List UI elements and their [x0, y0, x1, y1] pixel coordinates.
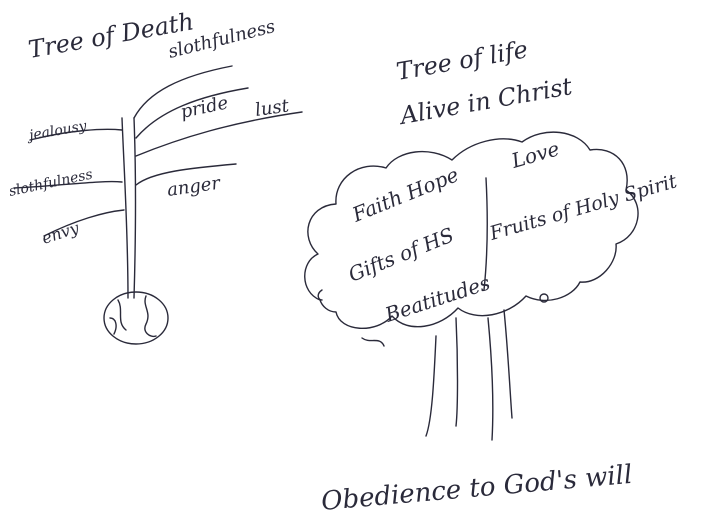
life-label-faith-hope: Faith Hope: [348, 162, 462, 227]
world-globe-icon: [103, 291, 169, 345]
life-label-beatitudes: Beatitudes: [381, 270, 493, 327]
death-branch-anger: [135, 163, 237, 186]
death-label-jealousy: jealousy: [25, 118, 89, 145]
death-label-envy: envy: [39, 218, 82, 248]
death-label-lust: lust: [254, 95, 291, 121]
tree-of-life: [304, 131, 639, 441]
death-label-anger: anger: [166, 173, 223, 201]
death-branch-jealousy: [29, 128, 123, 141]
death-branch-slothfulness-left: [13, 180, 123, 189]
death-branch-slothfulness: [133, 65, 233, 119]
life-label-fruits: Fruits of Holy Spirit: [486, 170, 679, 245]
death-branch-lust: [135, 111, 303, 157]
death-label-pride: pride: [179, 92, 230, 123]
life-title: Tree of life: [394, 35, 530, 86]
life-crown-dot: [539, 293, 549, 303]
death-trunk: [121, 117, 137, 299]
death-branch-pride: [135, 87, 249, 139]
life-root-flourish: [317, 289, 385, 347]
tree-of-death: [13, 65, 303, 345]
life-label-love: Love: [508, 136, 562, 173]
life-crown-divider: [483, 177, 488, 291]
life-label-gifts: Gifts of HS: [345, 223, 457, 287]
death-branch-envy: [43, 209, 125, 237]
life-root-caption: Obedience to God's will: [320, 460, 633, 517]
death-label-slothfulness-left: slothfulness: [8, 167, 95, 200]
life-trunk: [425, 309, 513, 441]
life-crown-outline: [304, 131, 639, 330]
